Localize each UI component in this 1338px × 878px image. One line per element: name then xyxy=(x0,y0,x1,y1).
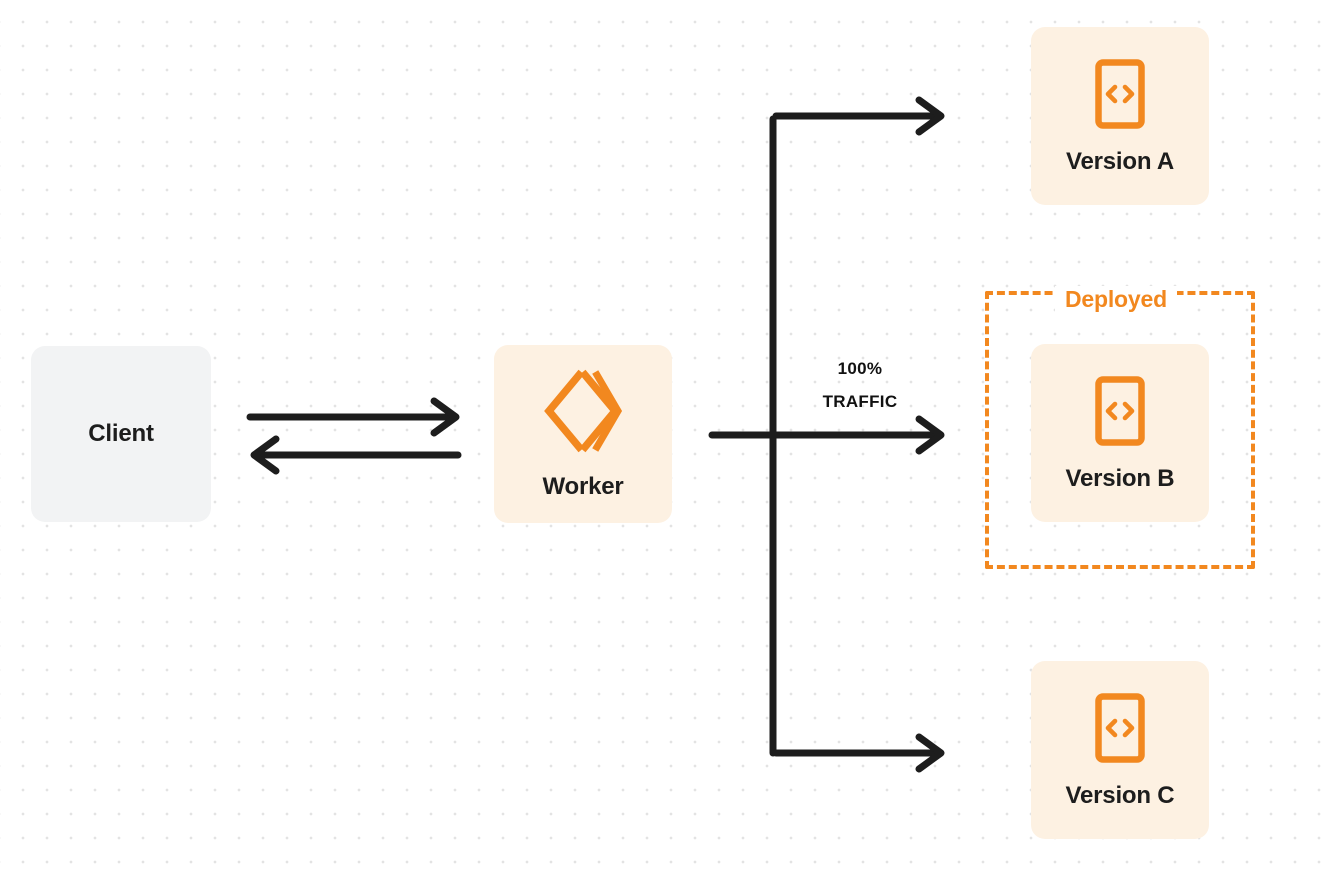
node-version-c-label: Version C xyxy=(1065,782,1175,809)
arrow-client-to-worker xyxy=(246,397,460,437)
traffic-percent: 100% xyxy=(837,359,883,378)
code-document-icon xyxy=(1094,58,1146,130)
node-version-b[interactable]: Version B xyxy=(1031,344,1209,522)
deployed-group-label: Deployed xyxy=(1055,286,1177,312)
cloudflare-workers-logo-icon xyxy=(541,369,625,453)
node-version-b-label: Version B xyxy=(1065,465,1175,492)
arrow-worker-to-version-b xyxy=(708,415,945,455)
node-worker-label: Worker xyxy=(542,473,624,500)
traffic-label: 100% TRAFFIC xyxy=(790,352,930,418)
node-client-label: Client xyxy=(88,420,154,447)
node-version-c[interactable]: Version C xyxy=(1031,661,1209,839)
code-document-icon xyxy=(1094,692,1146,764)
node-client[interactable]: Client xyxy=(31,346,211,522)
node-version-a[interactable]: Version A xyxy=(1031,27,1209,205)
traffic-unit: TRAFFIC xyxy=(822,392,898,411)
arrow-worker-to-version-c xyxy=(772,733,945,773)
node-version-a-label: Version A xyxy=(1065,148,1175,175)
arrow-worker-to-version-a xyxy=(772,96,945,136)
code-document-icon xyxy=(1094,375,1146,447)
node-worker[interactable]: Worker xyxy=(494,345,672,523)
arrow-worker-to-client xyxy=(250,435,462,475)
